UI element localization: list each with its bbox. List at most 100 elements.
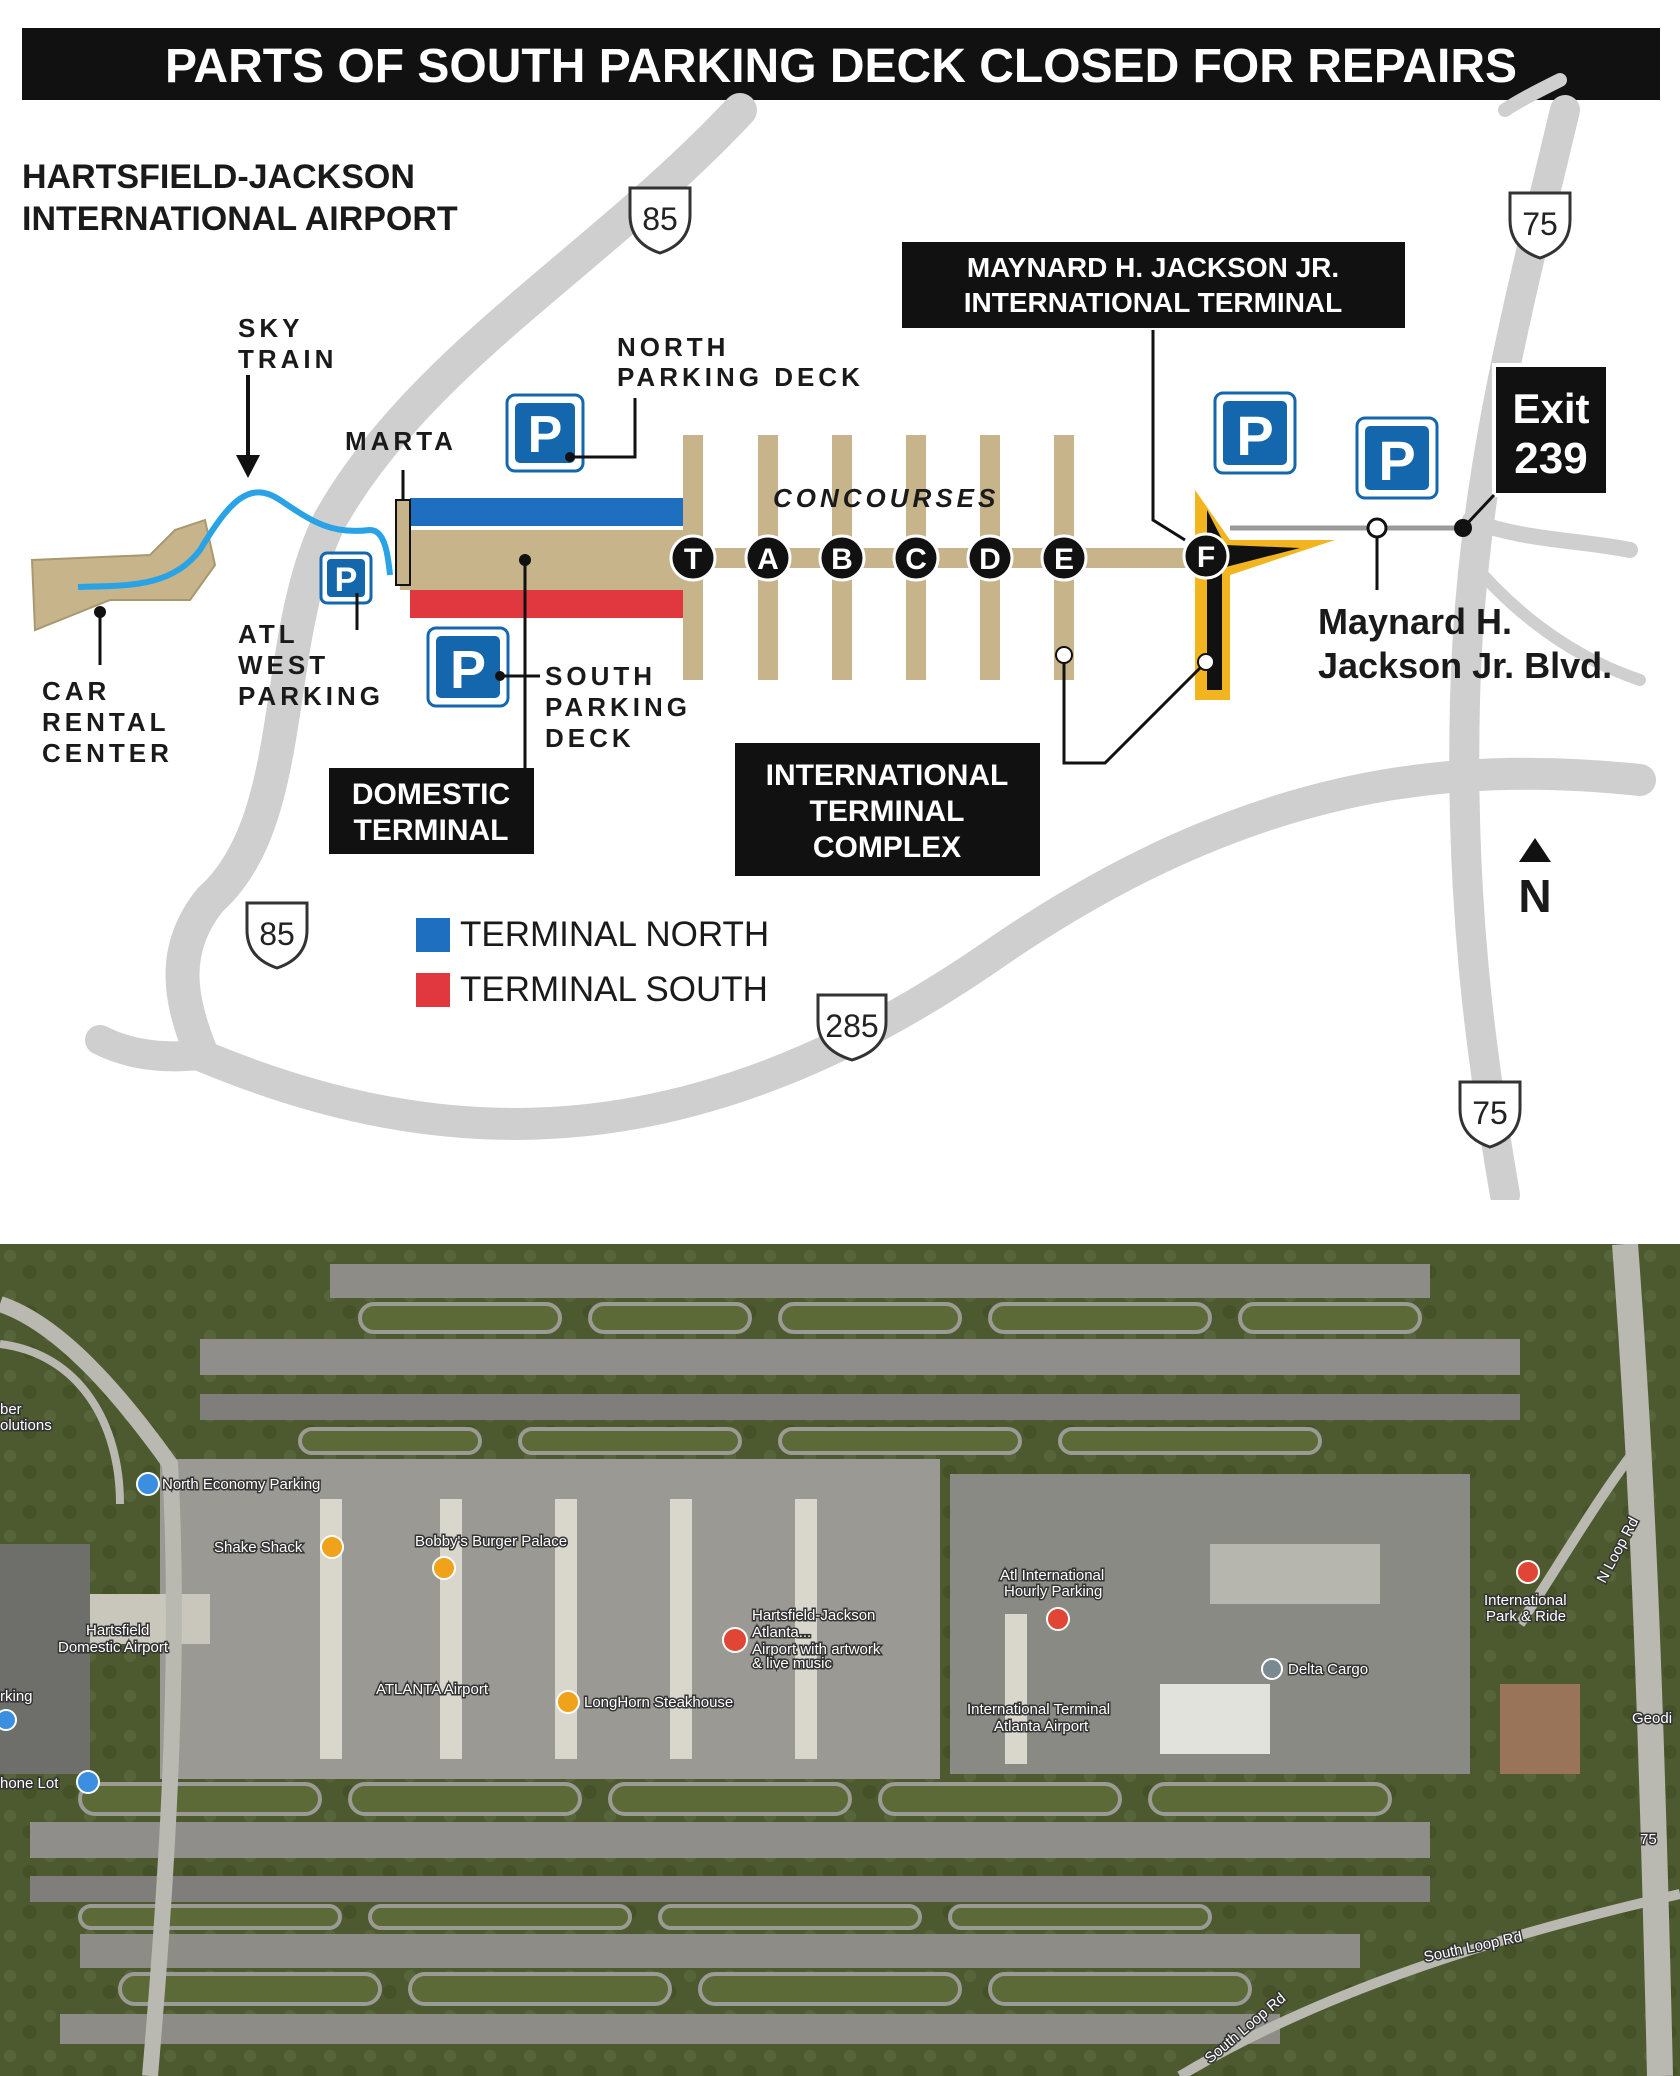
sat-label-intl-term-1[interactable]: International Terminal <box>966 1700 1112 1720</box>
car-rental-label-1: CAR <box>42 676 110 706</box>
pin-bobbys[interactable] <box>432 1556 456 1580</box>
sat-label-intl-park-2[interactable]: Park & Ride <box>1485 1607 1568 1627</box>
sat-label-hjaa-2[interactable]: Atlanta... <box>751 1623 813 1643</box>
concourse-circle-f: F <box>1182 532 1230 580</box>
svg-text:75: 75 <box>1522 206 1558 242</box>
svg-text:P: P <box>528 406 563 464</box>
west-ramps <box>0 1340 124 1505</box>
marta-label: MARTA <box>345 426 457 456</box>
sat-label-intl-park-1[interactable]: International <box>1483 1591 1569 1611</box>
pin-parking-edge[interactable] <box>0 1709 17 1731</box>
n-loop-rd <box>1515 1440 1644 1627</box>
svg-text:239: 239 <box>1514 434 1587 483</box>
i85-shield-top: 85 <box>628 186 692 255</box>
exit-leader <box>1461 493 1496 530</box>
itc-label-1: INTERNATIONAL <box>766 759 1009 792</box>
sat-label-domestic-1[interactable]: Hartsfield <box>85 1621 151 1641</box>
svg-text:P: P <box>1378 429 1415 492</box>
i285-west <box>85 1025 215 1072</box>
south-deck-label-2: PARKING <box>545 692 691 722</box>
pin-atl-hourly[interactable] <box>1046 1607 1070 1631</box>
maynard-terminal-label-2: INTERNATIONAL TERMINAL <box>964 287 1343 318</box>
sat-label-parking-edge[interactable]: rking <box>0 1687 34 1707</box>
terminal-south-bar <box>410 590 685 618</box>
airport-name-line2: INTERNATIONAL AIRPORT <box>22 200 458 238</box>
sat-label-hjaa-1[interactable]: Hartsfield-Jackson <box>751 1606 877 1626</box>
airport-diagram: PARTS OF SOUTH PARKING DECK CLOSED FOR R… <box>22 28 1660 1200</box>
sky-train-label-2: TRAIN <box>238 344 337 374</box>
domestic-label-1: DOMESTIC <box>352 778 510 811</box>
concourse-f-outline <box>1207 510 1300 690</box>
svg-text:B: B <box>831 543 853 576</box>
i75-road <box>1449 95 1580 1200</box>
parking-icon-east-1: P <box>1213 391 1297 475</box>
south-deck-label-1: SOUTH <box>545 661 656 691</box>
domestic-terminal-building <box>400 530 690 590</box>
sat-label-solutions-2: olutions <box>0 1417 52 1434</box>
south-deck-label-3: DECK <box>545 723 635 753</box>
sat-label-intl-term-2[interactable]: Atlanta Airport <box>993 1717 1091 1737</box>
sat-label-hjaa-note-1: Airport with artwork <box>752 1641 881 1658</box>
pin-north-economy[interactable] <box>136 1472 160 1496</box>
pin-intl-park[interactable] <box>1516 1560 1540 1584</box>
road-network <box>85 73 1656 1200</box>
legend-swatch-north <box>416 918 450 952</box>
domestic-terminal-badge <box>329 768 534 854</box>
sat-label-bobbys[interactable]: Bobby's Burger Palace <box>414 1532 569 1552</box>
sat-label-atlanta-airport[interactable]: ATLANTA Airport <box>375 1680 491 1700</box>
legend-label-north: TERMINAL NORTH <box>460 915 769 954</box>
sat-label-north-economy[interactable]: North Economy Parking <box>161 1475 322 1495</box>
sat-label-i75: 75 <box>1640 1831 1657 1848</box>
sat-label-domestic-2[interactable]: Domestic Airport <box>57 1638 171 1658</box>
title-bar <box>22 28 1660 100</box>
blvd-label-1: Maynard H. <box>1318 601 1512 642</box>
i85-shield-bottom: 85 <box>245 901 309 970</box>
pin-hjaa[interactable] <box>722 1627 748 1653</box>
car-rental-label-3: CENTER <box>42 738 173 768</box>
cargo-buildings-2 <box>1210 1544 1380 1604</box>
parking-lots-west <box>0 1544 90 1774</box>
sat-label-delta-cargo[interactable]: Delta Cargo <box>1287 1660 1370 1680</box>
blvd-marker <box>1366 517 1388 539</box>
itc-badge <box>735 743 1040 876</box>
i85-road <box>165 93 757 1067</box>
concourse-f-building <box>1195 490 1335 700</box>
i285-road <box>184 757 1656 1140</box>
pin-delta-cargo[interactable] <box>1261 1658 1283 1680</box>
sat-label-atl-hourly-1[interactable]: Atl International <box>999 1566 1106 1586</box>
svg-text:N: N <box>1518 870 1551 922</box>
concourse-circle-e: E <box>1040 534 1088 582</box>
runways <box>30 1264 1520 2044</box>
sat-label-longhorn[interactable]: LongHorn Steakhouse <box>583 1693 735 1713</box>
sky-train-line <box>77 489 393 590</box>
svg-text:D: D <box>979 543 1001 576</box>
sat-label-atl-hourly-2[interactable]: Hourly Parking <box>1003 1582 1104 1602</box>
parking-icon-atl-west: P <box>319 551 373 605</box>
concourse-circle-b: B <box>818 534 866 582</box>
legend-label-south: TERMINAL SOUTH <box>460 970 768 1009</box>
parking-icon-north-deck: P <box>505 393 585 473</box>
svg-text:285: 285 <box>825 1008 878 1044</box>
north-deck-label-2: PARKING DECK <box>617 362 864 392</box>
park-ride-lot <box>1500 1684 1580 1774</box>
pin-longhorn[interactable] <box>556 1690 580 1714</box>
concourse-circle-a: A <box>744 534 792 582</box>
north-arrow-icon: N <box>1518 838 1552 922</box>
page-title: PARTS OF SOUTH PARKING DECK CLOSED FOR R… <box>165 40 1517 93</box>
blvd-label-2: Jackson Jr. Blvd. <box>1318 645 1612 686</box>
airport-name-line1: HARTSFIELD-JACKSON <box>22 158 415 196</box>
i285-shield: 285 <box>816 993 888 1062</box>
svg-text:Exit: Exit <box>1512 385 1589 432</box>
svg-text:85: 85 <box>259 916 295 952</box>
pin-phone-lot[interactable] <box>76 1770 100 1794</box>
itc-label-2: TERMINAL <box>810 795 965 828</box>
cargo-buildings <box>1160 1684 1270 1754</box>
concourse-circle-t: T <box>669 534 717 582</box>
sat-label-shake-shack[interactable]: Shake Shack <box>213 1538 305 1558</box>
atl-west-label-2: WEST <box>238 650 329 680</box>
pin-shake-shack[interactable] <box>320 1535 344 1559</box>
domestic-terminal-roof <box>90 1594 210 1644</box>
sat-label-phone-lot[interactable]: hone Lot <box>0 1774 61 1794</box>
car-rental-building <box>30 518 217 632</box>
south-loop-rd-curve <box>1177 1889 1680 2076</box>
